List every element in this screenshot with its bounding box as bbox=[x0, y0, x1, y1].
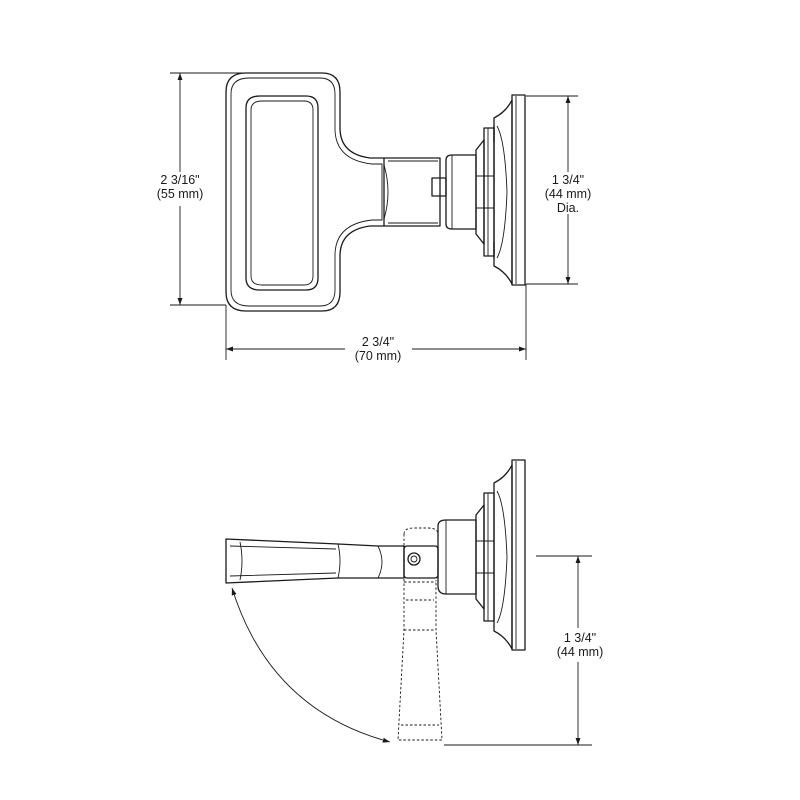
rotation-arc bbox=[231, 587, 391, 743]
top-height-dimension: 2 3/16" (55 mm) bbox=[157, 72, 246, 306]
bottom-height-metric: (44 mm) bbox=[557, 645, 604, 659]
bottom-view-lever bbox=[225, 538, 405, 584]
top-view-stem bbox=[383, 154, 477, 230]
bottom-view-pivot bbox=[403, 519, 477, 595]
top-diameter-value: 1 3/4" bbox=[552, 173, 584, 187]
top-diameter-metric: (44 mm) bbox=[545, 187, 592, 201]
bottom-height-dimension: 1 3/4" (44 mm) bbox=[444, 555, 604, 746]
top-height-metric: (55 mm) bbox=[157, 187, 204, 201]
top-width-value: 2 3/4" bbox=[362, 335, 394, 349]
top-view-escutcheon bbox=[475, 94, 526, 286]
top-view-handle bbox=[225, 72, 385, 312]
top-diameter-note: Dia. bbox=[557, 201, 579, 215]
bottom-height-value: 1 3/4" bbox=[564, 631, 596, 645]
top-height-value: 2 3/16" bbox=[160, 173, 199, 187]
top-width-metric: (70 mm) bbox=[355, 349, 402, 363]
top-diameter-dimension: 1 3/4" (44 mm) Dia. bbox=[526, 95, 592, 285]
bottom-view-escutcheon bbox=[475, 459, 526, 651]
top-width-dimension: 2 3/4" (70 mm) bbox=[225, 284, 527, 363]
